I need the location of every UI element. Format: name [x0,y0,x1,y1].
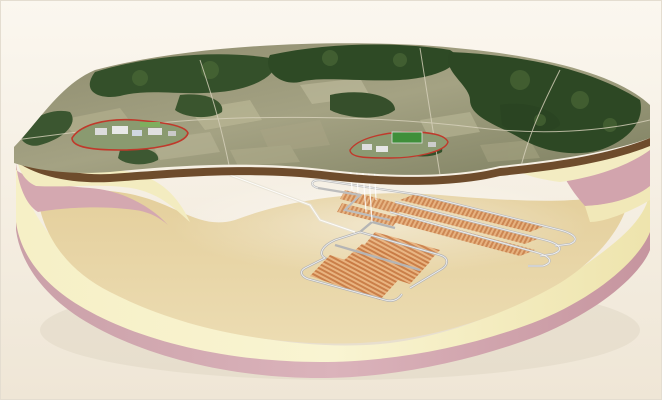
upper-yellow-layer-left [16,148,190,222]
building [132,130,142,136]
access-ramp [229,173,356,234]
access-drifts-south-highlight [301,231,448,302]
building [95,128,107,135]
upper-pink-layer-left [16,163,168,225]
building [376,146,388,152]
green-area [140,122,160,127]
upper-yellow-layer-right [520,138,650,182]
terrain-surface [14,43,650,185]
building [428,142,436,147]
disposal-panel-north [337,190,545,256]
building [148,128,162,135]
building [362,144,372,150]
forest-highlights [132,50,617,132]
building [168,131,176,136]
sport-field [391,131,423,144]
upper-yellow-layer-right-lower [585,186,650,222]
access-drifts-north-highlight [311,179,576,267]
surface-facility-right [349,131,449,159]
repository-layout [229,159,577,302]
building [112,126,128,134]
terrain-soil-edge [14,138,650,185]
surface-facility-left [71,118,189,151]
